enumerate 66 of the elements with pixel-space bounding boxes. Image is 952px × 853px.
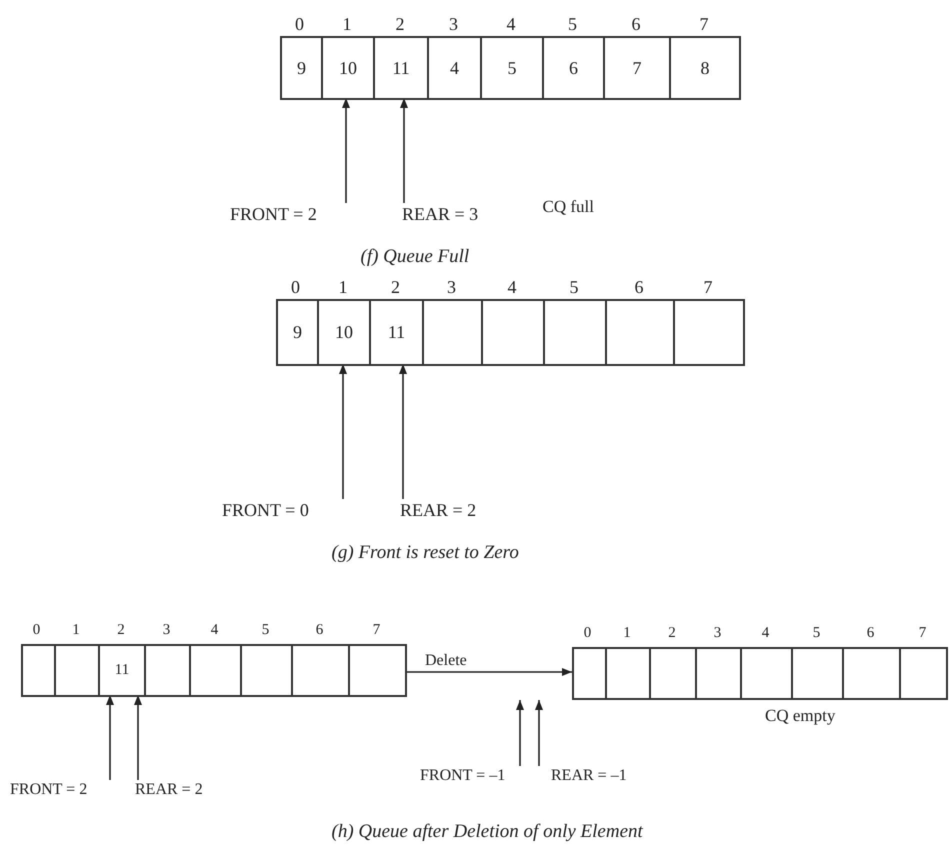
index-number: 7	[918, 625, 928, 642]
index-number: 4	[506, 277, 518, 298]
index-number: 3	[162, 622, 172, 639]
arrow	[342, 98, 350, 203]
index-number: 3	[448, 14, 459, 35]
index-number: 0	[294, 14, 305, 35]
index-number: 1	[338, 277, 348, 298]
figure-caption: (g) Front is reset to Zero	[332, 542, 519, 564]
index-number: 3	[712, 625, 722, 642]
array-cell: 4	[427, 38, 480, 98]
index-number: 0	[290, 277, 301, 298]
index-number: 5	[260, 622, 270, 639]
index-number: 2	[667, 625, 677, 642]
arrow	[400, 98, 408, 203]
index-number: 5	[567, 14, 578, 35]
index-number: 0	[582, 625, 592, 642]
index-number: 7	[698, 14, 710, 35]
pointer-label: FRONT = –1	[420, 767, 506, 785]
status-note: CQ empty	[765, 706, 836, 726]
index-number: 1	[71, 622, 81, 639]
figure-caption: (h) Queue after Deletion of only Element	[332, 821, 643, 843]
index-number: 6	[630, 14, 642, 35]
index-number: 6	[634, 277, 644, 298]
index-number: 4	[210, 622, 220, 639]
status-note: CQ full	[542, 197, 594, 217]
pointer-label: FRONT = 2	[10, 781, 88, 799]
index-number: 2	[390, 277, 401, 298]
index-number: 4	[506, 14, 516, 35]
index-number: 1	[622, 625, 632, 642]
index-number: 0	[32, 622, 42, 639]
index-number: 7	[372, 622, 382, 639]
pointer-label: REAR = 2	[400, 500, 476, 521]
arrow	[535, 700, 543, 766]
pointer-label: FRONT = 0	[222, 500, 309, 521]
array-cell: 8	[669, 38, 739, 98]
index-number: 5	[568, 277, 580, 298]
index-number: 6	[314, 622, 324, 639]
arrow	[134, 695, 142, 780]
array-cell: 10	[321, 38, 373, 98]
array-cell: 6	[542, 38, 603, 98]
arrow	[516, 700, 524, 766]
array-cell: 10	[317, 301, 369, 364]
array-cell: 9	[276, 301, 317, 364]
array-cell: 7	[603, 38, 669, 98]
index-number: 3	[446, 277, 457, 298]
pointer-label: FRONT = 2	[230, 204, 317, 225]
index-number: 6	[866, 625, 876, 642]
array-cell: 11	[98, 646, 144, 695]
array-cell: 11	[373, 38, 427, 98]
arrow	[407, 668, 572, 676]
index-number: 2	[394, 14, 406, 35]
index-number: 7	[702, 277, 714, 298]
index-number: 4	[760, 625, 770, 642]
index-number: 1	[342, 14, 352, 35]
array-cell: 9	[280, 38, 321, 98]
pointer-label: REAR = 2	[135, 781, 203, 799]
array-cell: 5	[480, 38, 542, 98]
arrow	[339, 364, 347, 499]
pointer-label: REAR = –1	[551, 767, 627, 785]
pointer-label: REAR = 3	[402, 204, 478, 225]
index-number: 2	[116, 622, 126, 639]
figure-caption: (f) Queue Full	[360, 246, 470, 268]
array-cell: 11	[369, 301, 422, 364]
index-number: 5	[812, 625, 822, 642]
arrow	[106, 695, 114, 780]
arrow	[399, 364, 407, 499]
